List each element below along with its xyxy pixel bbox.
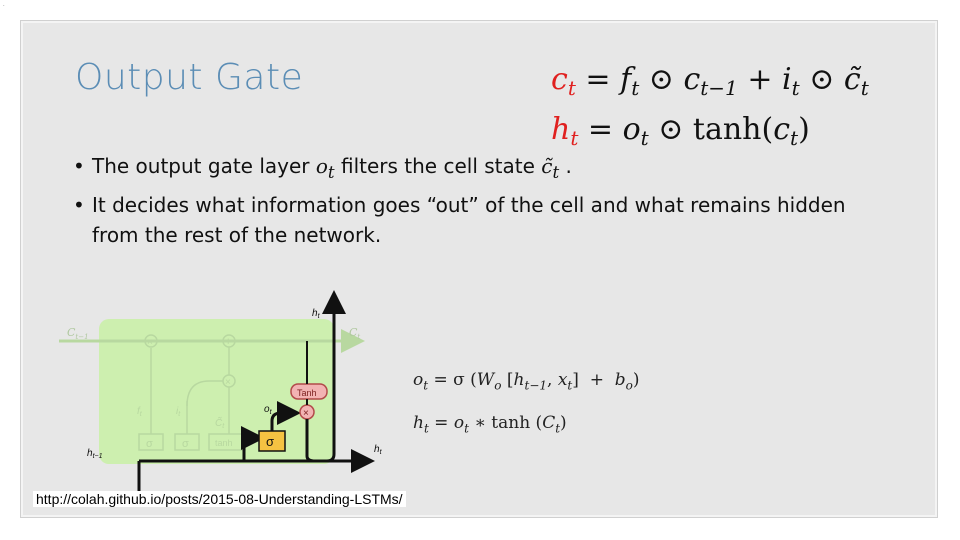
- bullet-text: .: [559, 154, 572, 178]
- label-c-tilde: C̃t: [215, 416, 225, 430]
- bullet-item: It decides what information goes “out” o…: [73, 190, 893, 250]
- times-symbol: ×: [225, 377, 231, 388]
- bullet-text: It decides what information goes “out” o…: [92, 193, 846, 247]
- sigma-label: σ: [146, 438, 153, 450]
- bullet-text: filters the cell state: [334, 154, 542, 178]
- label-c-next: Ct: [349, 326, 360, 341]
- label-o: ot: [264, 404, 273, 416]
- math-o-t: ot: [315, 154, 335, 182]
- equation-hidden-output: ht = ot ∗ tanh (Ct): [413, 413, 567, 436]
- equation-hidden-state: ht = ot ⊙ tanh(ct): [551, 112, 810, 150]
- bullet-item: The output gate layer ot filters the cel…: [73, 151, 893, 188]
- output-sigma-label: σ: [266, 434, 274, 449]
- tanh-node-label: Tanh: [297, 388, 317, 398]
- source-url[interactable]: http://colah.github.io/posts/2015-08-Und…: [33, 491, 406, 507]
- math-c-tilde-t: c̃t: [541, 154, 560, 182]
- to-output-gate: [241, 426, 265, 461]
- times-symbol: ×: [303, 408, 309, 419]
- label-h-top: ht: [312, 308, 321, 320]
- slide: Output Gate ct = ft ⊙ ct−1 + it ⊙ c̃t ht…: [20, 20, 938, 518]
- sigma-label: σ: [182, 438, 189, 450]
- tanh-label: tanh: [215, 438, 233, 448]
- bullet-text: The output gate layer: [92, 154, 316, 178]
- side-equations: ot = σ (Wo [ht−1, xt] + bo) ht = ot ∗ ta…: [413, 361, 640, 448]
- label-i: it: [176, 406, 181, 418]
- forget-multiply-node: [144, 334, 158, 348]
- times-symbol: ×: [147, 337, 153, 348]
- input-path-curve: [186, 380, 223, 407]
- label-f: ft: [137, 406, 143, 418]
- label-h-prev: ht−1: [87, 448, 103, 460]
- tanh-node: [290, 383, 328, 400]
- bullet-list: The output gate layer ot filters the cel…: [73, 151, 893, 252]
- label-c-prev: Ct−1: [67, 326, 89, 341]
- slide-title: Output Gate: [75, 57, 304, 98]
- corner-mark: .: [3, 2, 5, 8]
- to-multiply: [270, 401, 301, 431]
- label-h-out: ht: [374, 444, 383, 456]
- top-equations: ct = ft ⊙ ct−1 + it ⊙ c̃t ht = ot ⊙ tanh…: [551, 59, 869, 159]
- lstm-output-gate-diagram: Ct−1 Ct × + × σ σ tanh ft it C̃t σ × Tan…: [59, 290, 383, 491]
- plus-symbol: +: [225, 336, 231, 348]
- cell-box: [99, 319, 334, 464]
- equation-output-gate: ot = σ (Wo [ht−1, xt] + bo): [413, 370, 640, 393]
- equation-cell-state: ct = ft ⊙ ct−1 + it ⊙ c̃t: [551, 62, 869, 100]
